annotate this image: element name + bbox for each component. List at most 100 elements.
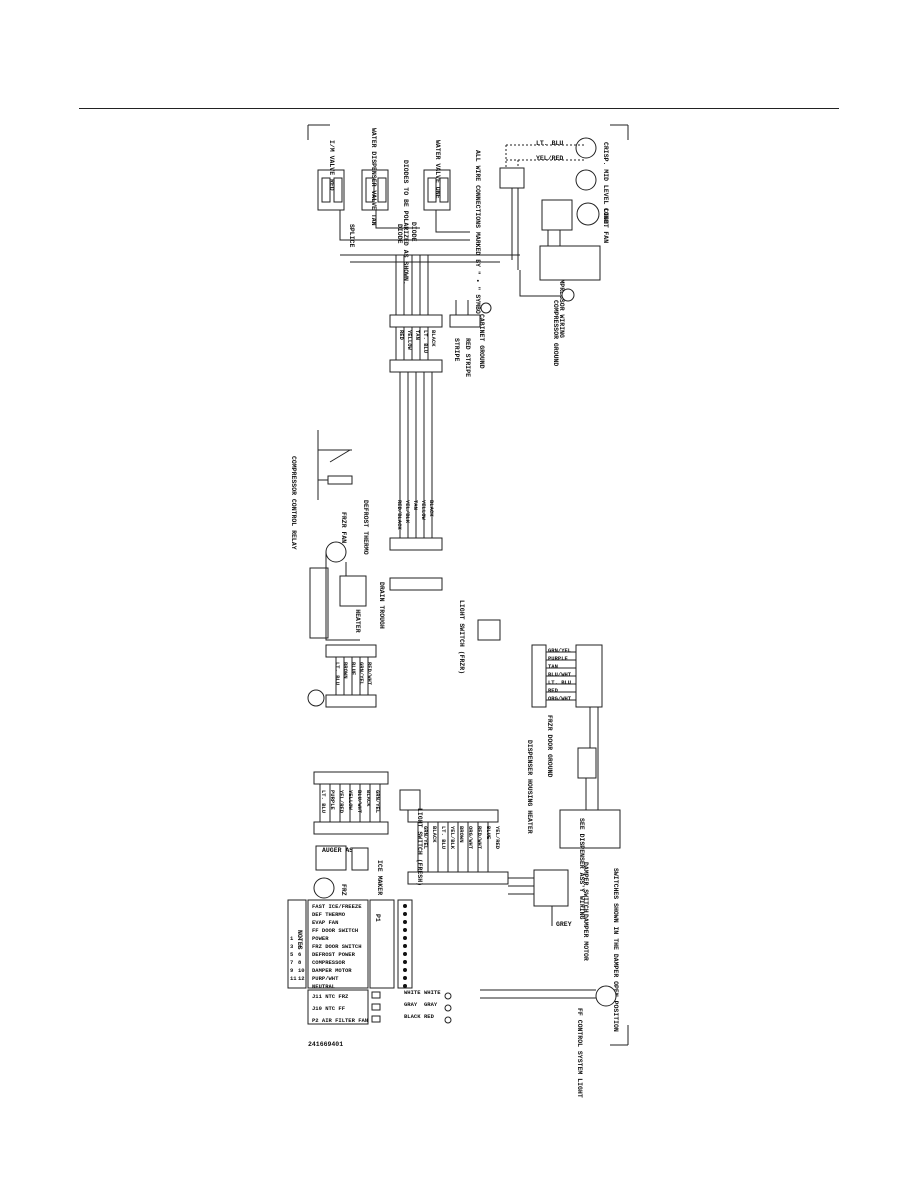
mid-wire-0: LT. BLU <box>334 662 341 685</box>
notes-cell-2-0: 5 <box>290 951 294 958</box>
frz-fan-label: FRZR FAN <box>340 512 347 543</box>
mid-connectors <box>307 644 603 708</box>
sensor-wire-4: BLACK <box>404 1013 421 1020</box>
terminal-pin-10 <box>403 976 407 980</box>
damper-section: DAMPER SWITCH DAMPER MOTOR SWITCHES SHOW… <box>480 862 619 1098</box>
cabinet-ground-symbol <box>480 302 492 314</box>
sensor-section: J11 NTC FRZ J10 NTC FF P2 AIR FILTER FAN W… <box>307 989 452 1025</box>
door-wire-0: GRN/YEL <box>548 647 572 654</box>
notes-cell-4-0: 9 <box>290 967 293 974</box>
notes-cell-3-0: 7 <box>290 959 293 966</box>
lower-connectors: LIGHT SWITCH (FRESH) <box>313 771 509 886</box>
cond-fan-motor <box>576 202 600 226</box>
sensor-label-2: P2 AIR FILTER FAN <box>312 1017 368 1024</box>
valve-group <box>317 169 451 211</box>
sensor-wire-2: GRAY <box>404 1001 418 1008</box>
ice-maker-label: ICE MAKER <box>376 860 383 895</box>
light-switch-frzr-label: LIGHT SWITCH (FRZR) <box>458 600 465 674</box>
auger-wire-6: GRN/YEL <box>374 790 381 814</box>
top-wire-3: LT. BLU <box>422 330 429 353</box>
mid-wire-3: GRN/YEL <box>358 662 365 686</box>
frz-fan-motor <box>325 541 347 563</box>
diode-label-2: DIODE <box>396 224 403 244</box>
sensor-wire-3: GRAY <box>424 1001 438 1008</box>
lower-wire-8: YEL/RED <box>494 826 501 850</box>
top-right-devices <box>499 137 601 302</box>
defrost-thermo-label: DEFROST THERMO <box>362 500 369 555</box>
sensor-label-1: J10 NTC FF <box>312 1005 345 1012</box>
drain-trough-label: DRAIN TROUGH <box>378 582 385 629</box>
lower-wire-1: BLACK <box>431 826 438 843</box>
ltblu-tag: LT. BLU <box>536 140 563 147</box>
compressor-ground-label: COMPRESSOR GROUND <box>552 300 559 366</box>
auger-label: AUGER ASS'Y <box>322 847 365 854</box>
disp-heater-label: DISPENSER HOUSING HEATER <box>526 740 533 834</box>
connector-j <box>313 771 389 785</box>
door-wire-1: PURPLE <box>548 655 569 662</box>
terminal-label-8: COMPRESSOR <box>312 959 346 966</box>
lower-wire-2: LT. BLU <box>440 826 447 849</box>
connector-e <box>389 577 443 591</box>
auger-wire-0: LT. BLU <box>320 790 327 813</box>
terminal-label-1: FAST ICE/FREEZE <box>312 903 362 910</box>
auger-assembly <box>315 845 347 871</box>
top-labels: I/M VALVE RED WATER DISPENSER VALVE TAN … <box>328 128 609 377</box>
sensor-label-0: J11 NTC FRZ <box>312 993 349 1000</box>
notes-cell-1-1: 4 <box>298 943 302 950</box>
notes-cell-0-0: 1 <box>290 935 294 942</box>
mid-misc-labels: FRZR DOOR GROUND DISPENSER HOUSING HEATE… <box>526 707 621 920</box>
diode-note: DIODES TO BE POLARIZED AS SHOWN. <box>402 160 409 285</box>
lower-wire-3: YEL/BLK <box>449 826 456 850</box>
crisp-light-label: CRISP. MID LEVEL LIGHT <box>602 142 609 228</box>
frz-door-ground-label: FRZR DOOR GROUND <box>546 715 553 778</box>
mid-ground-symbol <box>307 689 325 707</box>
notes-cell-4-1: 10 <box>298 967 305 974</box>
drawing-number: 241669401 <box>308 1041 343 1048</box>
terminal-pin-4 <box>403 928 407 932</box>
relay-wire-1: YEL/BLK <box>404 500 411 524</box>
door-wire-6: ORG/WHT <box>548 695 572 702</box>
lower-wire-6: RED/WHT <box>476 826 483 850</box>
frame-marks <box>307 124 629 1046</box>
connector-f <box>325 644 377 658</box>
stripe-b-label: RED STRIPE <box>464 338 471 377</box>
stripe-a-label: STRIPE <box>453 338 460 362</box>
top-wire-4: BLACK <box>430 330 437 347</box>
fan-connector <box>541 199 573 231</box>
splice-label: SPLICE <box>348 224 355 248</box>
lower-wire-7: BLUE <box>485 826 492 840</box>
door-wire-2: TAN <box>548 663 558 670</box>
top-wire-0: RED <box>398 330 405 341</box>
p1-label: P1 <box>374 914 381 922</box>
terminal-pin-9 <box>403 968 407 972</box>
crisp-light-bulb <box>575 137 597 159</box>
connector-i <box>575 644 603 708</box>
terminal-label-3: EVAP FAN <box>312 919 338 926</box>
mid-wire-1: BROWN <box>342 662 349 679</box>
dispenser-wiring-label: SEE DISPENSER ASS'Y WIRING <box>578 818 585 920</box>
auger-wire-1: PURPLE <box>329 790 336 811</box>
water-valve-label: WATER VALVE ONE <box>434 140 441 199</box>
terminal-label-6: FRZ DOOR SWITCH <box>312 943 362 950</box>
door-wire-3: BLU/WHT <box>548 671 572 678</box>
terminal-pin-1 <box>403 904 407 908</box>
im-valve-label: I/M VALVE RED <box>328 140 335 191</box>
auger-wire-2: YEL/RED <box>338 790 345 814</box>
cabinet-ground-label: CABINET GROUND <box>478 314 485 369</box>
auger-wire-3: YELLOW <box>347 790 354 811</box>
door-wire-5: RED <box>548 687 559 694</box>
connector-l <box>407 809 499 823</box>
frz-light-bulb <box>313 877 335 899</box>
sensor-wire-1: WHITE <box>424 989 441 996</box>
defrost-heater <box>309 567 329 639</box>
notes-cell-0-1: 2 <box>298 935 301 942</box>
compressor-wiring-box <box>539 245 601 281</box>
terminal-pin-6 <box>403 944 407 948</box>
ff-light-label: FF CONTROL SYSTEM LIGHT <box>576 1008 583 1098</box>
lower-wire-5: ORG/WHT <box>467 826 474 850</box>
ff-light-bulb <box>595 985 617 1007</box>
main-bundle <box>389 372 443 591</box>
notes-cell-1-0: 3 <box>290 943 294 950</box>
terminal-pin-5 <box>403 936 407 940</box>
ff-light-switch <box>399 789 421 811</box>
